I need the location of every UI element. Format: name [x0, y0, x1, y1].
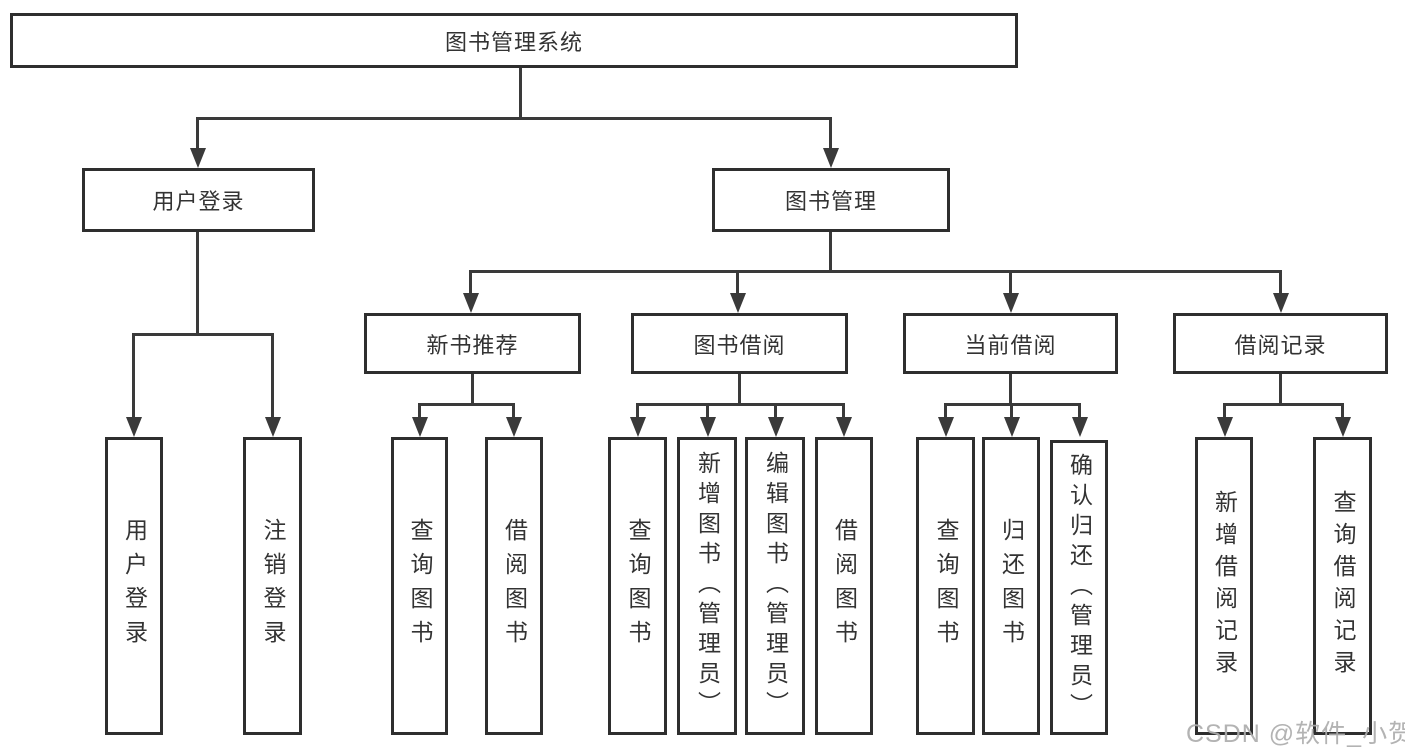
- connector-drop-bb-borrow: [842, 403, 845, 419]
- arrowhead-nbr-borrow: [506, 417, 522, 437]
- leaf-nbr-borrow-books: 借阅图书: [485, 437, 543, 735]
- arrowhead-br-add: [1217, 417, 1233, 437]
- arrowhead-user-login: [190, 148, 206, 168]
- node-new-book-rec-label: 新书推荐: [426, 332, 519, 358]
- connector-borrow-records-horizontal: [1223, 403, 1344, 406]
- leaf-bb-query-books: 查询图书: [608, 437, 667, 735]
- leaf-bb-borrow-books-label: 借阅图书: [831, 518, 858, 654]
- leaf-cb-return-books: 归还图书: [982, 437, 1040, 735]
- connector-drop-cb-return: [1010, 403, 1013, 419]
- arrowhead-bb-query: [630, 417, 646, 437]
- connector-book-mgmt-stem: [829, 232, 832, 273]
- arrowhead-bb-add: [700, 417, 716, 437]
- leaf-nbr-query-books-label: 查询图书: [407, 518, 433, 654]
- connector-book-borrow-horizontal: [636, 403, 845, 406]
- csdn-watermark: CSDN @软件_小贺同学: [1186, 720, 1405, 747]
- arrowhead-new-book-rec: [463, 293, 479, 313]
- leaf-cb-confirm-return-admin: 确认归还（管理员）: [1050, 440, 1108, 735]
- leaf-logout-label: 注销登录: [260, 518, 286, 654]
- leaf-br-add-record: 新增借阅记录: [1195, 437, 1253, 735]
- connector-drop-user-login: [196, 117, 199, 149]
- node-borrow-records: 借阅记录: [1173, 313, 1388, 374]
- arrowhead-book-borrow: [730, 293, 746, 313]
- connector-user-login-horizontal: [132, 333, 274, 336]
- connector-drop-leaf-user-login: [132, 333, 135, 417]
- arrowhead-borrow-records: [1273, 293, 1289, 313]
- connector-book-borrow-stem: [738, 374, 741, 406]
- connector-drop-bb-add: [706, 403, 709, 419]
- connector-drop-book-borrow: [736, 270, 739, 294]
- node-root-label: 图书管理系统: [444, 29, 583, 55]
- arrowhead-cb-return: [1004, 417, 1020, 437]
- leaf-br-add-record-label: 新增借阅记录: [1211, 490, 1238, 682]
- connector-drop-book-mgmt: [829, 117, 832, 149]
- leaf-nbr-borrow-books-label: 借阅图书: [501, 518, 528, 654]
- node-new-book-rec: 新书推荐: [364, 313, 581, 374]
- node-borrow-records-label: 借阅记录: [1234, 332, 1327, 358]
- leaf-user-login-label: 用户登录: [121, 518, 148, 654]
- connector-new-book-rec-stem: [471, 374, 474, 406]
- connector-user-login-stem: [196, 232, 199, 336]
- leaf-cb-query-books: 查询图书: [916, 437, 975, 735]
- node-current-borrow: 当前借阅: [903, 313, 1118, 374]
- leaf-bb-query-books-label: 查询图书: [625, 518, 651, 654]
- leaf-cb-query-books-label: 查询图书: [933, 518, 959, 654]
- node-book-borrow-label: 图书借阅: [693, 332, 786, 358]
- leaf-cb-confirm-return-admin-label: 确认归还（管理员）: [1066, 452, 1093, 723]
- arrowhead-br-query: [1335, 417, 1351, 437]
- arrowhead-current-borrow: [1003, 293, 1019, 313]
- connector-drop-cb-query: [944, 403, 947, 419]
- arrowhead-nbr-query: [412, 417, 428, 437]
- connector-drop-bb-query: [636, 403, 639, 419]
- connector-l3-horizontal: [469, 270, 1282, 273]
- leaf-bb-borrow-books: 借阅图书: [815, 437, 873, 735]
- connector-drop-cb-confirm: [1078, 403, 1081, 419]
- leaf-nbr-query-books: 查询图书: [391, 437, 448, 735]
- leaf-bb-edit-books-admin: 编辑图书（管理员）: [745, 437, 805, 735]
- arrowhead-book-mgmt: [823, 148, 839, 168]
- connector-drop-borrow-records: [1279, 270, 1282, 294]
- connector-new-book-rec-horizontal: [418, 403, 515, 406]
- node-book-mgmt: 图书管理: [712, 168, 950, 232]
- arrowhead-leaf-logout: [265, 417, 281, 437]
- connector-drop-new-book-rec: [469, 270, 472, 294]
- connector-drop-bb-edit: [774, 403, 777, 419]
- node-book-mgmt-label: 图书管理: [784, 189, 877, 214]
- connector-borrow-records-stem: [1279, 374, 1282, 406]
- leaf-logout: 注销登录: [243, 437, 302, 735]
- connector-drop-br-query: [1341, 403, 1344, 419]
- arrowhead-leaf-user-login: [126, 417, 142, 437]
- connector-drop-leaf-logout: [271, 333, 274, 417]
- leaf-bb-add-books-admin: 新增图书（管理员）: [677, 437, 737, 735]
- node-book-borrow: 图书借阅: [631, 313, 848, 374]
- connector-drop-br-add: [1223, 403, 1226, 419]
- connector-current-borrow-stem: [1009, 374, 1012, 406]
- arrowhead-bb-borrow: [836, 417, 852, 437]
- arrowhead-bb-edit: [768, 417, 784, 437]
- leaf-bb-add-books-admin-label: 新增图书（管理员）: [694, 451, 721, 721]
- node-current-borrow-label: 当前借阅: [964, 332, 1057, 358]
- leaf-br-query-record: 查询借阅记录: [1313, 437, 1372, 735]
- leaf-bb-edit-books-admin-label: 编辑图书（管理员）: [762, 451, 789, 721]
- node-user-login: 用户登录: [82, 168, 315, 232]
- connector-l1-horizontal: [196, 117, 832, 120]
- arrowhead-cb-query: [938, 417, 954, 437]
- leaf-br-query-record-label: 查询借阅记录: [1330, 490, 1356, 682]
- node-user-login-label: 用户登录: [152, 189, 245, 214]
- node-root: 图书管理系统: [10, 13, 1018, 68]
- connector-drop-current-borrow: [1009, 270, 1012, 294]
- connector-root-stem: [519, 68, 522, 120]
- connector-drop-nbr-borrow: [512, 403, 515, 419]
- connector-drop-nbr-query: [418, 403, 421, 419]
- leaf-user-login: 用户登录: [105, 437, 163, 735]
- leaf-cb-return-books-label: 归还图书: [998, 518, 1025, 654]
- arrowhead-cb-confirm: [1072, 417, 1088, 437]
